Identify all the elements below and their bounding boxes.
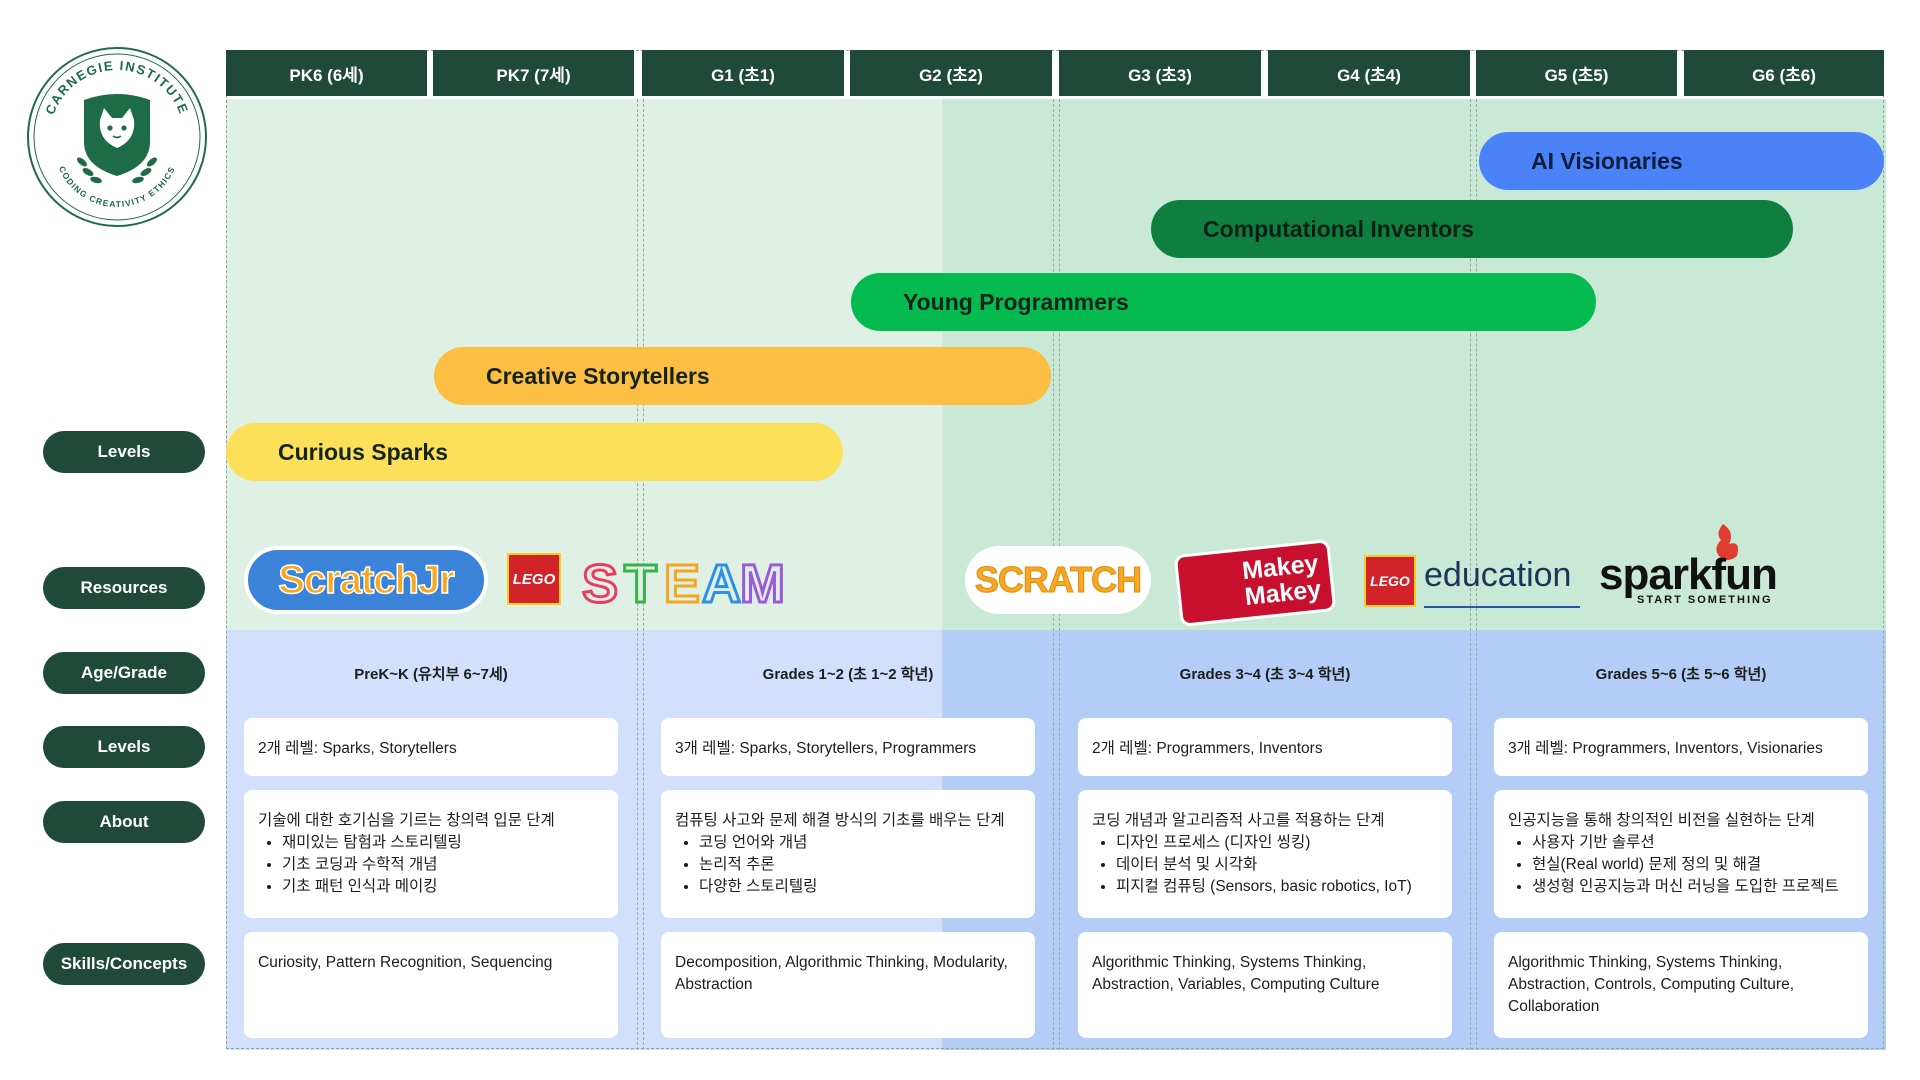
column-divider bbox=[637, 99, 638, 1050]
about-card-col2: 컴퓨팅 사고와 문제 해결 방식의 기초를 배우는 단계 코딩 언어와 개념 논… bbox=[661, 790, 1035, 918]
skills-card-col3: Algorithmic Thinking, Systems Thinking, … bbox=[1078, 932, 1452, 1038]
grade-header-g4: G4 (초4) bbox=[1268, 50, 1470, 96]
level-bar-label: Computational Inventors bbox=[1203, 215, 1474, 242]
lego-education-lego-mark: LEGO bbox=[1364, 555, 1416, 607]
level-bar-computational-inventors: Computational Inventors bbox=[1151, 200, 1793, 258]
list-item: 디자인 프로세스 (디자인 씽킹) bbox=[1116, 832, 1438, 854]
about-title: 인공지능을 통해 창의적인 비전을 실현하는 단계 bbox=[1508, 812, 1815, 829]
row-label-age-grade: Age/Grade bbox=[43, 652, 205, 694]
level-bar-label: Creative Storytellers bbox=[486, 362, 710, 389]
emblem-icon: CARNEGIE INSTITUTE CODING CREATIVITY ETH… bbox=[27, 47, 207, 227]
list-item: 재미있는 탐험과 스토리텔링 bbox=[282, 832, 604, 854]
list-item: 생성형 인공지능과 머신 러닝을 도입한 프로젝트 bbox=[1532, 876, 1854, 898]
level-bar-curious-sparks: Curious Sparks bbox=[226, 423, 843, 481]
grade-header-g1: G1 (초1) bbox=[642, 50, 844, 96]
list-item: 다양한 스토리텔링 bbox=[699, 876, 1021, 898]
level-bar-label: Curious Sparks bbox=[278, 438, 448, 465]
row-label-levels-detail: Levels bbox=[43, 726, 205, 768]
levels-card-col1: 2개 레벨: Sparks, Storytellers bbox=[244, 718, 618, 776]
column-divider bbox=[1470, 99, 1471, 1050]
carnegie-emblem: CARNEGIE INSTITUTE CODING CREATIVITY ETH… bbox=[24, 44, 210, 230]
about-card-col1: 기술에 대한 호기심을 기르는 창의력 입문 단계 재미있는 탐험과 스토리텔링… bbox=[244, 790, 618, 918]
list-item: 기초 코딩과 수학적 개념 bbox=[282, 854, 604, 876]
levels-card-col2: 3개 레벨: Sparks, Storytellers, Programmers bbox=[661, 718, 1035, 776]
steam-logo-icon: S T E A M bbox=[581, 553, 787, 616]
svg-text:S: S bbox=[582, 554, 618, 612]
sparkfun-logo: sparkfun START SOMETHING bbox=[1595, 518, 1791, 610]
list-item: 코딩 언어와 개념 bbox=[699, 832, 1021, 854]
age-grade-col2: Grades 1~2 (초 1~2 학년) bbox=[762, 666, 934, 683]
svg-text:T: T bbox=[624, 554, 657, 612]
skills-text: Algorithmic Thinking, Systems Thinking, … bbox=[1508, 954, 1795, 1015]
about-title: 기술에 대한 호기심을 기르는 창의력 입문 단계 bbox=[258, 812, 555, 829]
about-list: 디자인 프로세스 (디자인 씽킹) 데이터 분석 및 시각화 피지컬 컴퓨팅 (… bbox=[1092, 832, 1438, 898]
skills-text: Decomposition, Algorithmic Thinking, Mod… bbox=[675, 954, 1008, 993]
grade-header-g3: G3 (초3) bbox=[1059, 50, 1261, 96]
row-label-about: About bbox=[43, 801, 205, 843]
levels-text: 3개 레벨: Sparks, Storytellers, Programmers bbox=[675, 740, 977, 757]
list-item: 사용자 기반 솔루션 bbox=[1532, 832, 1854, 854]
grade-header-g2: G2 (초2) bbox=[850, 50, 1052, 96]
about-list: 재미있는 탐험과 스토리텔링 기초 코딩과 수학적 개념 기초 패턴 인식과 메… bbox=[258, 832, 604, 898]
levels-text: 2개 레벨: Sparks, Storytellers bbox=[258, 740, 457, 757]
column-divider bbox=[643, 99, 644, 1050]
list-item: 데이터 분석 및 시각화 bbox=[1116, 854, 1438, 876]
about-card-col4: 인공지능을 통해 창의적인 비전을 실현하는 단계 사용자 기반 솔루션 현실(… bbox=[1494, 790, 1868, 918]
levels-card-col4: 3개 레벨: Programmers, Inventors, Visionari… bbox=[1494, 718, 1868, 776]
level-bar-creative-storytellers: Creative Storytellers bbox=[434, 347, 1051, 405]
column-divider bbox=[1476, 99, 1477, 1050]
about-list: 코딩 언어와 개념 논리적 추론 다양한 스토리텔링 bbox=[675, 832, 1021, 898]
about-title: 코딩 개념과 알고리즘적 사고를 적용하는 단계 bbox=[1092, 812, 1385, 829]
list-item: 기초 패턴 인식과 메이킹 bbox=[282, 876, 604, 898]
row-label-skills: Skills/Concepts bbox=[43, 943, 205, 985]
scratchjr-logo: ScratchJr bbox=[244, 546, 488, 614]
list-item: 논리적 추론 bbox=[699, 854, 1021, 876]
skills-card-col1: Curiosity, Pattern Recognition, Sequenci… bbox=[244, 932, 618, 1038]
skills-text: Algorithmic Thinking, Systems Thinking, … bbox=[1092, 954, 1380, 993]
levels-card-col3: 2개 레벨: Programmers, Inventors bbox=[1078, 718, 1452, 776]
svg-text:M: M bbox=[740, 554, 785, 612]
level-bar-young-programmers: Young Programmers bbox=[851, 273, 1596, 331]
skills-text: Curiosity, Pattern Recognition, Sequenci… bbox=[258, 954, 553, 971]
grade-header-g5: G5 (초5) bbox=[1476, 50, 1677, 96]
age-grade-col3: Grades 3~4 (초 3~4 학년) bbox=[1179, 666, 1351, 683]
scratch-logo: SCRATCH bbox=[965, 546, 1151, 614]
chart-frame bbox=[226, 50, 1884, 1049]
about-list: 사용자 기반 솔루션 현실(Real world) 문제 정의 및 해결 생성형… bbox=[1508, 832, 1854, 898]
levels-text: 2개 레벨: Programmers, Inventors bbox=[1092, 740, 1323, 757]
grade-header-pk6: PK6 (6세) bbox=[226, 50, 427, 96]
age-grade-col1: PreK~K (유치부 6~7세) bbox=[354, 666, 508, 683]
skills-card-col2: Decomposition, Algorithmic Thinking, Mod… bbox=[661, 932, 1035, 1038]
steam-logo: S T E A M bbox=[580, 548, 787, 616]
levels-text: 3개 레벨: Programmers, Inventors, Visionari… bbox=[1508, 740, 1823, 757]
svg-text:E: E bbox=[664, 554, 700, 612]
row-label-resources: Resources bbox=[43, 567, 205, 609]
row-label-levels: Levels bbox=[43, 431, 205, 473]
grade-header-g6: G6 (초6) bbox=[1684, 50, 1884, 96]
sparkfun-flame-icon bbox=[1716, 524, 1738, 560]
list-item: 피지컬 컴퓨팅 (Sensors, basic robotics, IoT) bbox=[1116, 876, 1438, 898]
grade-header-pk7: PK7 (7세) bbox=[433, 50, 634, 96]
about-card-col3: 코딩 개념과 알고리즘적 사고를 적용하는 단계 디자인 프로세스 (디자인 씽… bbox=[1078, 790, 1452, 918]
level-bar-label: Young Programmers bbox=[903, 288, 1129, 315]
lego-education-logo: education bbox=[1424, 556, 1580, 608]
lego-logo: LEGO bbox=[507, 553, 561, 605]
about-title: 컴퓨팅 사고와 문제 해결 방식의 기초를 배우는 단계 bbox=[675, 812, 1005, 829]
age-grade-col4: Grades 5~6 (초 5~6 학년) bbox=[1595, 666, 1767, 683]
list-item: 현실(Real world) 문제 정의 및 해결 bbox=[1532, 854, 1854, 876]
level-bar-label: AI Visionaries bbox=[1531, 147, 1683, 174]
skills-card-col4: Algorithmic Thinking, Systems Thinking, … bbox=[1494, 932, 1868, 1038]
level-bar-ai-visionaries: AI Visionaries bbox=[1479, 132, 1884, 190]
svg-text:A: A bbox=[702, 554, 741, 612]
